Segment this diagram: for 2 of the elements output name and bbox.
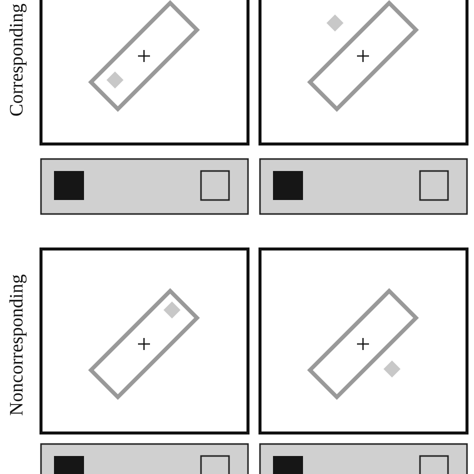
row-label: Noncorresponding [8,274,26,416]
row-label: Corresponding [8,4,26,116]
